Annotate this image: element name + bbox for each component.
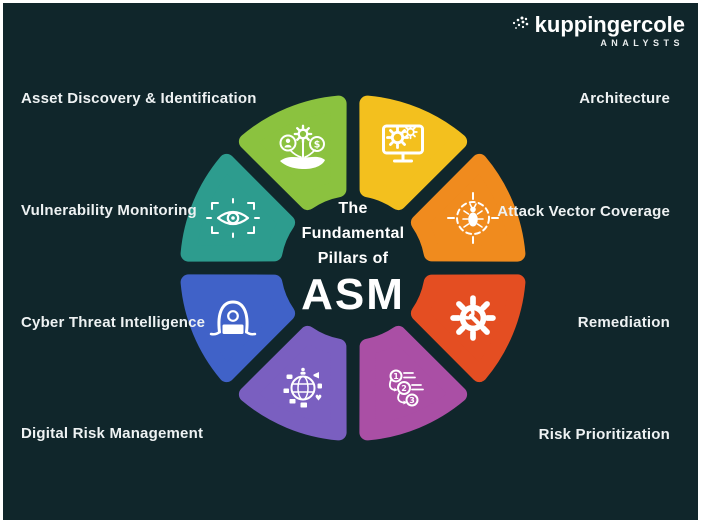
- label-remediation: Remediation: [577, 314, 670, 331]
- brand-text: kuppingercole: [534, 12, 685, 37]
- eye-scan-icon: [206, 198, 260, 238]
- monitor-gears-icon: [382, 124, 424, 163]
- label-cyber-threat: Cyber Threat Intelligence: [21, 314, 206, 331]
- heart-glyph: ♥: [315, 394, 322, 403]
- pillars-wheel: $: [180, 95, 526, 441]
- label-asset-discovery: Asset Discovery & Identification: [21, 90, 257, 107]
- numbered-steps-icon: 1 2 3: [388, 369, 424, 407]
- wedge-risk-prioritization: [359, 325, 468, 441]
- logo-burst-icon: [512, 16, 528, 29]
- label-attack-vector: Attack Vector Coverage: [497, 203, 670, 220]
- title-line-3: Pillars of: [317, 250, 389, 267]
- title-line-2: Fundamental: [301, 225, 405, 242]
- dollar-glyph: $: [314, 139, 321, 150]
- step-2-glyph: 2: [401, 384, 407, 393]
- wedge-vulnerability: [180, 153, 296, 262]
- gear-wrench-icon: [453, 298, 493, 338]
- label-digital-risk: Digital Risk Management: [21, 425, 204, 442]
- step-1-glyph: 1: [393, 372, 399, 381]
- label-risk-prioritization: Risk Prioritization: [538, 426, 670, 443]
- label-vulnerability: Vulnerability Monitoring: [21, 202, 197, 219]
- hooded-hacker-laptop-icon: [209, 300, 257, 336]
- globe-social-media-icon: ♥: [283, 367, 322, 408]
- bug-target-icon: [447, 192, 499, 244]
- step-3-glyph: 3: [409, 396, 415, 405]
- brand-subtitle: ANALYSTS: [600, 38, 684, 48]
- hand-with-user-gear-dollar-icon: $: [279, 124, 325, 170]
- center-title: The Fundamental Pillars of ASM: [233, 196, 473, 318]
- title-line-1: The: [338, 200, 368, 217]
- wedge-attack-vector: [410, 153, 526, 262]
- title-acronym: ASM: [301, 270, 405, 319]
- kuppingercole-logo: kuppingercole ANALYSTS: [510, 12, 685, 48]
- label-architecture: Architecture: [579, 90, 670, 107]
